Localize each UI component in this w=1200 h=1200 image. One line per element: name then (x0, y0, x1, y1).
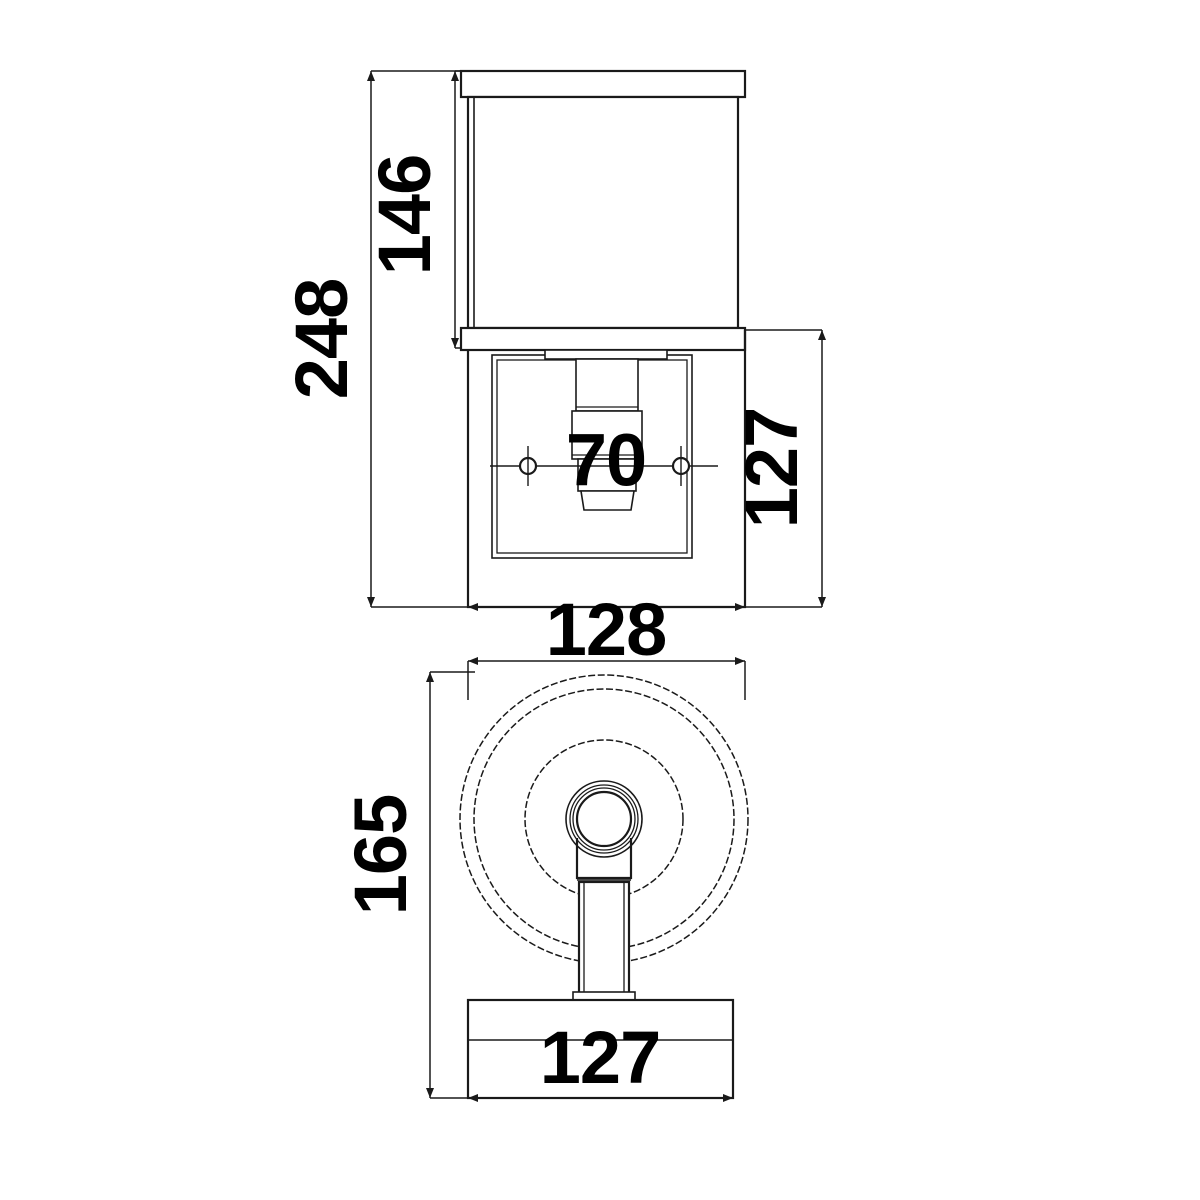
dimension-label-shade-height: 146 (363, 155, 446, 275)
dimension-backplate-depth (745, 329, 826, 608)
dimension-label-backplate-depth: 127 (730, 408, 813, 528)
socket-rings-plan (565, 780, 643, 858)
lamp-socket-assembly (544, 349, 668, 511)
dimension-base-width (468, 1094, 733, 1102)
mounting-hole-right (671, 446, 691, 486)
shade-bottom-rim (459, 326, 747, 352)
dimension-label-plan-height: 165 (339, 795, 422, 915)
front-elevation-view: 248 146 70 127 128 (280, 69, 826, 671)
dimension-label-shade-width: 128 (546, 588, 666, 671)
shade-top-cap (459, 69, 747, 99)
stem-plan (577, 880, 631, 999)
bottom-plan-view: 165 127 (339, 657, 749, 1102)
dimension-plan-width (467, 657, 746, 700)
dimension-label-overall-height: 248 (280, 279, 363, 399)
dimension-label-hole-spacing: 70 (566, 419, 646, 502)
base-plate-plan (466, 998, 735, 1100)
dimension-label-base-width: 127 (540, 1016, 660, 1099)
dimension-overall-height (367, 70, 468, 608)
shade-body (466, 95, 740, 330)
mounting-hole-left (518, 446, 538, 486)
socket-collar-plan (575, 838, 633, 881)
